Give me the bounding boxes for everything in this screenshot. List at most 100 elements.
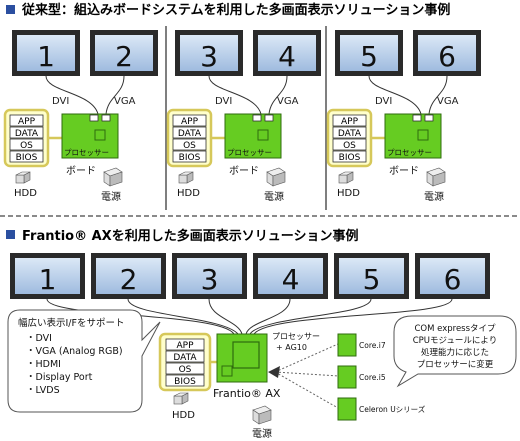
com-bubble-line: 処理能力に応じた — [421, 347, 489, 358]
power-label: 電源 — [424, 190, 444, 203]
software-stack: APP DATA OS BIOS — [3, 108, 50, 168]
software-stack: APP DATA OS BIOS — [158, 332, 212, 392]
dvi-cable — [368, 75, 422, 115]
hdd-label: HDD — [337, 188, 360, 199]
monitor-number: 2 — [120, 263, 138, 296]
monitor: 1 — [10, 253, 85, 299]
cpu-option-connectors — [274, 343, 339, 409]
support-bubble-title: 幅広い表示I/Fをサポート — [18, 317, 124, 329]
monitor-number: 6 — [438, 40, 456, 73]
support-bubble-item: ・VGA (Analog RGB) — [26, 346, 123, 357]
stack-layer: OS — [183, 141, 196, 151]
dvi-label: DVI — [215, 96, 232, 107]
stack-layer: APP — [181, 117, 199, 127]
hdd-icon — [15, 171, 31, 184]
stack-layer: BIOS — [174, 377, 196, 387]
monitor: 2 — [90, 30, 158, 76]
vga-label: VGA — [277, 96, 299, 107]
board-label: ボード — [66, 165, 96, 177]
stack-layer: APP — [176, 341, 194, 351]
hdd-icon — [178, 171, 194, 184]
monitor: 4 — [253, 253, 328, 299]
monitor: 6 — [415, 253, 490, 299]
cpu-option: Celeron Uシリーズ — [337, 397, 426, 421]
processor-ag10-line2: + AG10 — [276, 343, 307, 352]
cpu-option: Core.i7 — [337, 333, 386, 357]
frantio-ax-board — [216, 333, 268, 383]
monitor: 4 — [253, 30, 321, 76]
cpu-option-label: Core.i7 — [359, 341, 386, 350]
cpu-option-label: Celeron Uシリーズ — [359, 404, 426, 414]
support-bubble-item: ・Display Port — [26, 372, 93, 383]
section1-group-1: 1 2 DVI VGA APP DATA OS BIOS プロセッサ — [3, 30, 158, 203]
com-express-bubble: COM expressタイプ CPUモジュールにより 処理能力に応じた プロセッ… — [393, 315, 517, 388]
monitor: 3 — [175, 30, 243, 76]
board: プロセッサー — [224, 113, 282, 159]
support-bubble-item: ・DVI — [26, 333, 52, 344]
section2-title: Frantio® AXを利用した多画面表示ソリューション事例 — [22, 228, 358, 244]
power-supply-icon — [426, 167, 446, 187]
section1-heading-marker — [6, 5, 15, 14]
monitor-number: 1 — [39, 263, 57, 296]
cpu-swap-arrow-icon — [268, 366, 280, 378]
monitor-number: 1 — [37, 40, 55, 73]
frantio-ax-label: Frantio® AX — [213, 387, 281, 400]
dvi-cable — [45, 75, 99, 115]
monitor: 1 — [12, 30, 80, 76]
cpu-option: Core.i5 — [337, 365, 386, 389]
software-stack: APP DATA OS BIOS — [326, 108, 373, 168]
hdd-label: HDD — [177, 188, 200, 199]
board-label: ボード — [229, 165, 259, 177]
monitor: 5 — [334, 253, 409, 299]
stack-layer: BIOS — [179, 153, 201, 163]
processor-label: プロセッサー — [387, 148, 432, 157]
power-supply-icon — [266, 167, 286, 187]
section1-title: 従来型：組込みボードシステムを利用した多画面表示ソリューション事例 — [21, 2, 450, 18]
section1-group-3: 5 6 DVI VGA APP DATA OS BIOS プロセッサ — [326, 30, 481, 203]
hdd-icon — [338, 171, 354, 184]
section2-heading-marker — [6, 230, 15, 239]
stack-layer: APP — [341, 117, 359, 127]
power-label: 電源 — [252, 427, 272, 440]
stack-layer: DATA — [15, 129, 39, 139]
monitor: 3 — [172, 253, 247, 299]
monitor-number: 5 — [360, 40, 378, 73]
processor-ag10-label: プロセッサー + AG10 — [272, 332, 323, 352]
stack-layer: DATA — [338, 129, 362, 139]
monitor-number: 4 — [282, 263, 300, 296]
hdd-label: HDD — [172, 410, 195, 421]
vga-cable — [428, 75, 448, 115]
monitor-number: 6 — [444, 263, 462, 296]
vga-cable — [105, 75, 125, 115]
board: プロセッサー — [384, 113, 442, 159]
com-bubble-line: COM expressタイプ — [414, 324, 496, 334]
stack-layer: OS — [343, 141, 356, 151]
dvi-label: DVI — [52, 96, 69, 107]
stack-layer: APP — [18, 117, 36, 127]
vga-cable — [268, 75, 288, 115]
support-bubble-item: ・HDMI — [26, 359, 61, 370]
stack-layer: OS — [179, 365, 192, 375]
power-label: 電源 — [101, 190, 121, 203]
support-bubble-item: ・LVDS — [26, 385, 60, 396]
monitor-number: 3 — [201, 263, 219, 296]
cpu-option-label: Core.i5 — [359, 373, 386, 382]
processor-label: プロセッサー — [64, 148, 109, 157]
stack-layer: DATA — [178, 129, 202, 139]
monitor: 5 — [335, 30, 403, 76]
section2-monitors: 1 2 3 4 5 6 — [10, 253, 490, 299]
board: プロセッサー — [61, 113, 119, 159]
com-bubble-line: プロセッサーに変更 — [417, 359, 494, 370]
processor-ag10-line1: プロセッサー — [272, 332, 320, 341]
vga-label: VGA — [437, 96, 459, 107]
section1-group-2: 3 4 DVI VGA APP DATA OS BIOS プロセッサ — [166, 30, 321, 203]
processor-label: プロセッサー — [227, 148, 272, 157]
power-supply-icon — [252, 405, 272, 425]
monitor: 2 — [91, 253, 166, 299]
monitor-number: 2 — [115, 40, 133, 73]
board-label: ボード — [389, 165, 419, 177]
dvi-label: DVI — [375, 96, 392, 107]
support-interfaces-bubble: 幅広い表示I/Fをサポート ・DVI ・VGA (Analog RGB) ・HD… — [7, 309, 161, 413]
monitor: 6 — [413, 30, 481, 76]
